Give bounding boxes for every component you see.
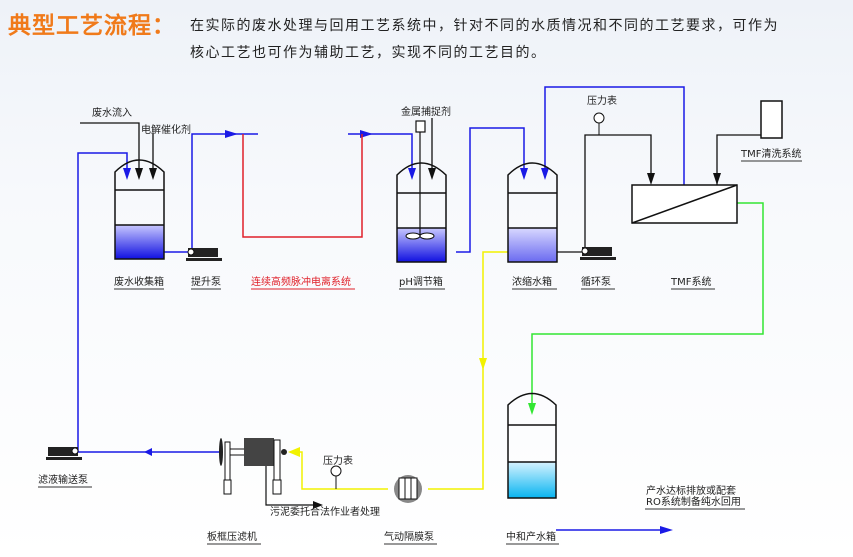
filter-press-icon (219, 438, 287, 495)
metal-capture-agent-label: 金属捕捉剂 (401, 105, 451, 118)
circulation-pump-label: 循环泵 (581, 275, 611, 288)
neutral-tank-label: 中和产水箱 (506, 530, 556, 543)
electrolysis-catalyst-label: 电解催化剂 (141, 123, 191, 136)
sludge-arrowheads (288, 358, 487, 457)
electro-loop-pipe (242, 134, 363, 238)
sludge-disposal-arrowhead (313, 501, 323, 509)
wastewater-tank-label: 废水收集箱 (114, 275, 164, 288)
ph-adjustment-tank (396, 120, 447, 263)
wastewater-collection-tank (114, 159, 165, 260)
electro-system-label: 连续高频脉冲电离系统 (251, 275, 351, 288)
ph-tank-label: pH调节箱 (399, 275, 443, 288)
main-flow-arrowheads (123, 130, 673, 534)
pressure-gauge-top-label: 压力表 (587, 94, 617, 107)
product-flow-pipe (531, 202, 764, 405)
tmf-membrane-module (631, 184, 738, 224)
pressure-gauge-bottom-icon (330, 465, 342, 489)
concentrate-tank (507, 162, 558, 263)
neutral-product-tank (507, 392, 557, 499)
lift-pump-label: 提升泵 (191, 276, 221, 288)
circulation-pump-icon (580, 247, 616, 260)
output-label-line-2: RO系统制备纯水回用 (646, 495, 741, 508)
tmf-cleaning-label: TMF清洗系统 (740, 147, 802, 160)
filter-press-label: 板框压滤机 (207, 530, 257, 543)
wastewater-in-label: 废水流入 (92, 106, 132, 119)
diaphragm-pump-icon (394, 475, 422, 503)
page-title: 典型工艺流程： (8, 13, 176, 39)
tmf-cleaning-tank (760, 100, 783, 139)
filtrate-pump-label: 滤液输送泵 (38, 473, 88, 486)
diaphragm-pump-label: 气动隔膜泵 (384, 530, 434, 543)
mixer-motor-icon (415, 120, 426, 133)
mixer-blade-icon (405, 232, 421, 240)
concentrate-tank-label: 浓缩水箱 (512, 275, 552, 288)
output-label-line-1: 产水达标排放或配套 (646, 484, 736, 497)
description-line-1: 在实际的废水处理与回用工艺系统中，针对不同的水质情况和不同的工艺要求，可作为 (190, 18, 779, 34)
filtrate-pump-icon (46, 447, 82, 460)
circulation-arrowheads (647, 173, 721, 185)
pressure-gauge-bottom-label: 压力表 (323, 454, 353, 467)
pressure-gauge-top-icon (593, 112, 605, 135)
description-line-2: 核心工艺也可作为辅助工艺，实现不同的工艺目的。 (190, 45, 547, 61)
product-arrowhead (528, 403, 536, 415)
sludge-disposal-pipe (265, 466, 315, 506)
lift-pump-icon (186, 248, 222, 261)
sludge-note-label: 污泥委托合法作业者处理 (270, 505, 380, 518)
tmf-system-label: TMF系统 (670, 275, 712, 288)
wastewater-inflow-pipe (80, 118, 433, 170)
main-flow-pipes (77, 86, 685, 531)
inflow-arrowheads (135, 168, 436, 180)
circulation-pipes (557, 134, 767, 253)
